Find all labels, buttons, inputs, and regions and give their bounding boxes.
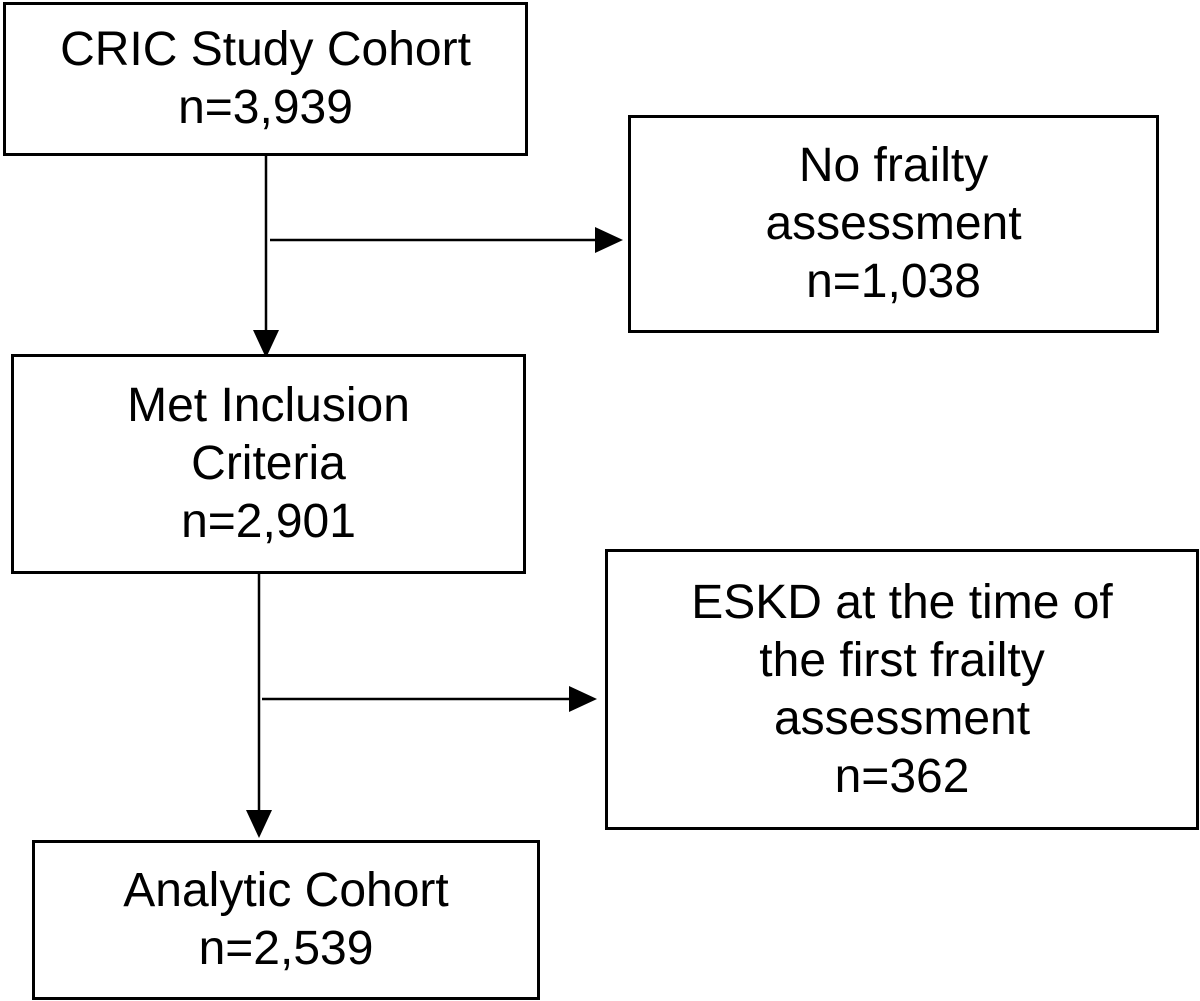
node-count: n=362 — [834, 749, 970, 803]
arrowhead-analytic — [246, 810, 272, 838]
node-label-line: CRIC Study Cohort — [60, 23, 471, 76]
node-label-line: Met Inclusion — [127, 379, 410, 432]
node-label-line: the first frailty — [759, 633, 1045, 687]
node-label-line: No frailty — [798, 139, 989, 192]
node-label-line: assessment — [773, 691, 1031, 745]
node-count: n=2,901 — [181, 495, 356, 548]
node-met-inclusion-criteria: Met Inclusion Criteria n=2,901 — [11, 354, 526, 574]
node-label-line: ESKD at the time of — [691, 575, 1113, 629]
node-analytic-cohort: Analytic Cohort n=2,539 — [32, 840, 540, 1000]
node-label-line: Analytic Cohort — [123, 864, 449, 917]
node-eskd-at-first-frailty-assessment: ESKD at the time of the first frailty as… — [605, 549, 1199, 830]
arrowhead-no-frailty — [595, 227, 623, 253]
node-count: n=1,038 — [806, 255, 981, 308]
arrowhead-eskd — [569, 686, 597, 712]
node-label-line: assessment — [765, 197, 1022, 250]
node-count: n=2,539 — [198, 922, 374, 975]
arrowhead-included — [253, 330, 279, 358]
node-no-frailty-assessment: No frailty assessment n=1,038 — [628, 115, 1159, 333]
node-label-line: Criteria — [191, 437, 346, 490]
node-cric-study-cohort: CRIC Study Cohort n=3,939 — [3, 2, 528, 156]
node-count: n=3,939 — [178, 81, 353, 134]
